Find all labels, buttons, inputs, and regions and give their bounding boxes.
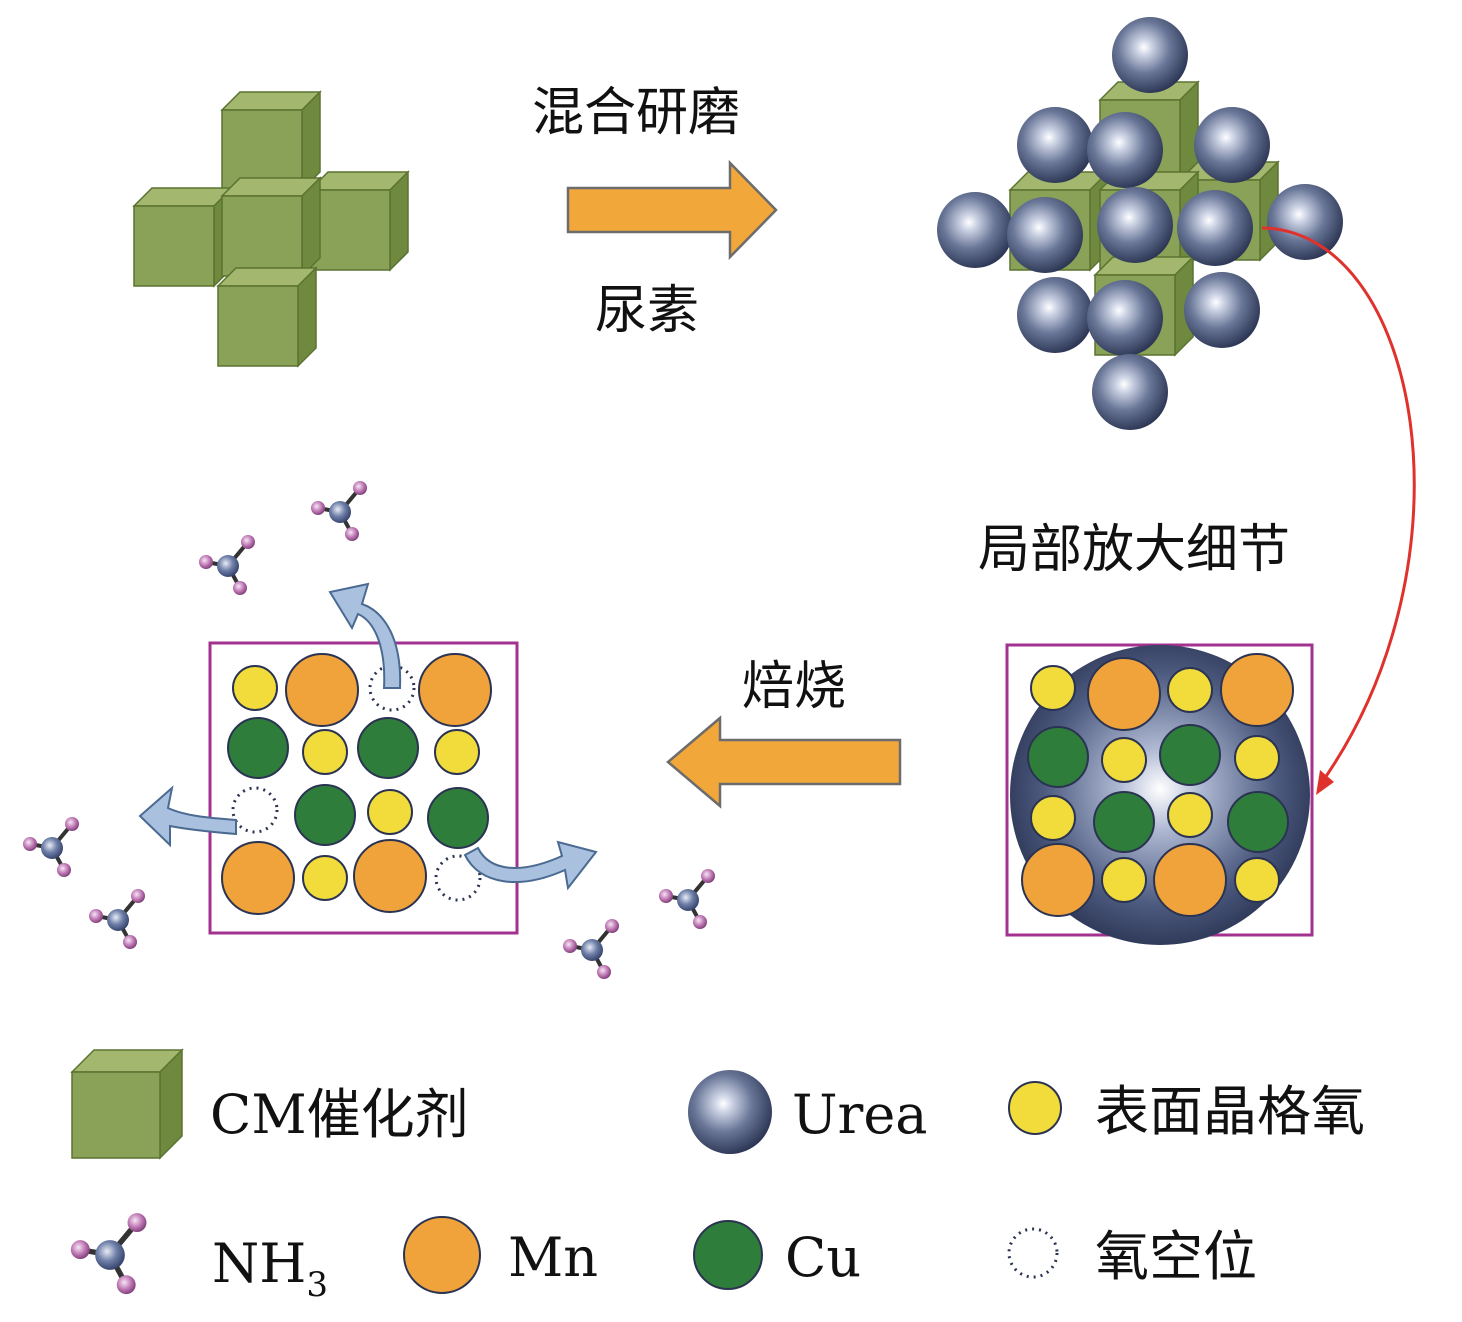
legend-mn: Mn xyxy=(403,1216,598,1294)
legend-cu: Cu xyxy=(693,1220,861,1290)
urea-sphere xyxy=(1267,184,1343,260)
legend-nh3-label: NH3 xyxy=(212,1232,328,1305)
zoom-detail-label: 局部放大细节 xyxy=(978,520,1290,580)
mix-grind-label: 混合研磨 xyxy=(532,83,740,143)
urea-sphere xyxy=(1097,187,1173,263)
legend-catalyst-label: CM催化剂 xyxy=(210,1083,469,1146)
urea-sphere xyxy=(1007,197,1083,273)
calcine-arrow xyxy=(666,715,902,809)
nh3-molecule xyxy=(561,917,621,981)
urea-sphere xyxy=(1017,107,1093,183)
urea-sphere xyxy=(1194,107,1270,183)
legend-lattice-oxygen: 表面晶格氧 xyxy=(1008,1080,1365,1143)
legend-cu-label: Cu xyxy=(785,1226,861,1289)
cm-catalyst-cluster xyxy=(133,91,409,367)
nh3-molecule xyxy=(197,533,257,597)
cube-top xyxy=(221,91,321,191)
gas-escape-arrows xyxy=(138,582,598,891)
legend-vacancy-label: 氧空位 xyxy=(1095,1225,1257,1288)
urea-sphere xyxy=(937,192,1013,268)
cube-bottom xyxy=(217,267,317,367)
urea-sphere xyxy=(1092,354,1168,430)
urea-sphere xyxy=(1184,272,1260,348)
legend-lattice-oxygen-label: 表面晶格氧 xyxy=(1095,1080,1365,1143)
legend-urea-label: Urea xyxy=(792,1083,927,1146)
zoom-detail-box xyxy=(1005,643,1314,945)
urea-sphere xyxy=(1177,190,1253,266)
legend: CM催化剂 Urea 表面晶格氧 NH3 Mn Cu 氧空位 xyxy=(70,1048,1365,1305)
nh3-molecule xyxy=(87,887,147,951)
legend-urea: Urea xyxy=(688,1070,927,1154)
urea-cn-label: 尿素 xyxy=(595,281,699,341)
nh3-molecule xyxy=(657,867,717,931)
legend-nh3: NH3 xyxy=(71,1213,328,1305)
zoom-curve xyxy=(1261,226,1416,786)
cube-left xyxy=(133,187,233,287)
legend-vacancy: 氧空位 xyxy=(1007,1225,1257,1288)
nh3-molecule xyxy=(21,815,81,879)
calcine-label: 焙烧 xyxy=(742,657,846,717)
urea-sphere xyxy=(1112,17,1188,93)
mix-grind-arrow xyxy=(566,159,778,261)
urea-coated-catalyst xyxy=(937,17,1343,430)
urea-sphere xyxy=(1017,277,1093,353)
urea-sphere xyxy=(1087,280,1163,356)
nh3-molecule xyxy=(309,479,369,543)
cube-right xyxy=(309,171,409,271)
legend-catalyst: CM催化剂 xyxy=(70,1048,469,1160)
calcined-product-box xyxy=(208,641,519,935)
cube-center xyxy=(221,177,321,277)
zoom-curve-head xyxy=(1316,770,1334,795)
legend-mn-label: Mn xyxy=(508,1226,598,1289)
urea-sphere xyxy=(1087,112,1163,188)
